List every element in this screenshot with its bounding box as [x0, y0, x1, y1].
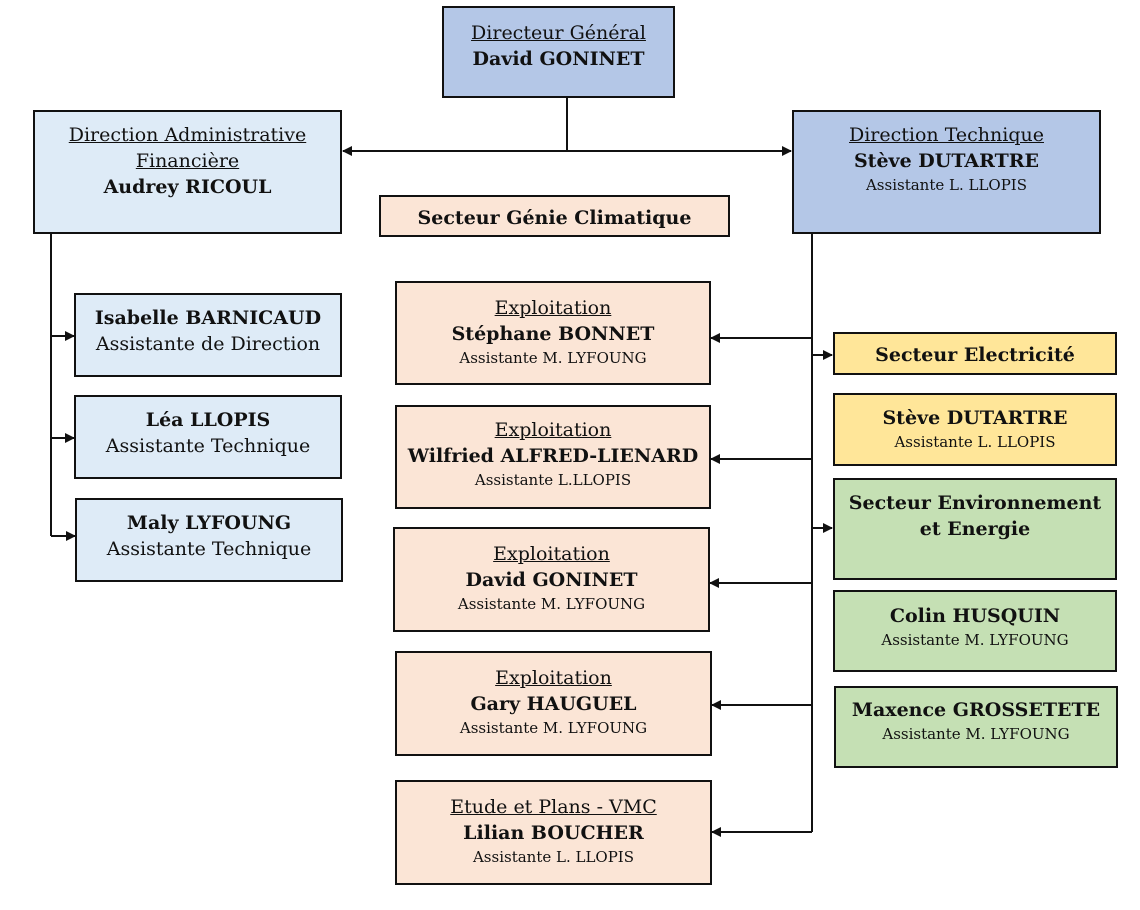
unit-assistant: Assistante M. LYFOUNG [459, 719, 648, 737]
unit-box-hauguel[interactable]: Exploitation Gary HAUGUEL Assistante M. … [395, 651, 712, 756]
member-assistant: Assistante M. LYFOUNG [882, 725, 1070, 743]
daf-name: Audrey RICOUL [103, 176, 272, 198]
member-name: Stève DUTARTRE [882, 407, 1068, 429]
unit-assistant: Assistante L.LLOPIS [474, 471, 632, 489]
dg-box[interactable]: Directeur Général David GONINET [442, 6, 675, 98]
genie-climatique-title: Secteur Génie Climatique [417, 207, 692, 229]
genie-climatique-header[interactable]: Secteur Génie Climatique [379, 195, 730, 237]
staff-name: Maly LYFOUNG [126, 512, 292, 534]
staff-role: Assistante Technique [105, 435, 311, 457]
staff-box-barnicaud[interactable]: Isabelle BARNICAUD Assistante de Directi… [74, 293, 342, 377]
unit-assistant: Assistante L. LLOPIS [472, 848, 635, 866]
unit-assistant: Assistante M. LYFOUNG [457, 595, 646, 613]
staff-role: Assistante Technique [106, 538, 312, 560]
dt-title: Direction Technique [849, 124, 1044, 146]
electricite-title: Secteur Electricité [875, 344, 1075, 366]
staff-box-lyfoung[interactable]: Maly LYFOUNG Assistante Technique [75, 498, 343, 582]
unit-box-goninet[interactable]: Exploitation David GONINET Assistante M.… [393, 527, 710, 632]
environnement-member-husquin[interactable]: Colin HUSQUIN Assistante M. LYFOUNG [833, 590, 1117, 672]
unit-name: Gary HAUGUEL [470, 693, 637, 715]
unit-box-bonnet[interactable]: Exploitation Stéphane BONNET Assistante … [395, 281, 711, 385]
environnement-title-line2: et Energie [919, 518, 1031, 540]
staff-box-llopis[interactable]: Léa LLOPIS Assistante Technique [74, 395, 342, 479]
member-name: Colin HUSQUIN [889, 605, 1061, 627]
unit-box-boucher[interactable]: Etude et Plans - VMC Lilian BOUCHER Assi… [395, 780, 712, 885]
environnement-title-line1: Secteur Environnement [848, 492, 1102, 514]
member-name: Maxence GROSSETETE [851, 699, 1101, 721]
member-assistant: Assistante M. LYFOUNG [881, 631, 1069, 649]
daf-box[interactable]: Direction Administrative Financière Audr… [33, 110, 342, 234]
dt-name: Stève DUTARTRE [853, 150, 1040, 172]
daf-title-line2: Financière [135, 150, 240, 172]
staff-name: Isabelle BARNICAUD [94, 307, 322, 329]
staff-name: Léa LLOPIS [145, 409, 271, 431]
dt-box[interactable]: Direction Technique Stève DUTARTRE Assis… [792, 110, 1101, 234]
dg-title: Directeur Général [471, 22, 646, 44]
unit-assistant: Assistante M. LYFOUNG [459, 349, 647, 367]
daf-title-line1: Direction Administrative [68, 124, 307, 146]
unit-title: Exploitation [495, 667, 612, 689]
unit-title: Exploitation [494, 419, 612, 441]
electricite-member-dutartre[interactable]: Stève DUTARTRE Assistante L. LLOPIS [833, 393, 1117, 466]
unit-title: Etude et Plans - VMC [450, 796, 657, 818]
dt-assistant: Assistante L. LLOPIS [865, 176, 1028, 194]
unit-name: Lilian BOUCHER [463, 822, 644, 844]
member-assistant: Assistante L. LLOPIS [894, 433, 1056, 451]
staff-role: Assistante de Direction [95, 333, 321, 355]
unit-box-alfred-lienard[interactable]: Exploitation Wilfried ALFRED-LIENARD Ass… [395, 405, 711, 509]
unit-name: Stéphane BONNET [451, 323, 655, 345]
electricite-header[interactable]: Secteur Electricité [833, 332, 1117, 375]
unit-title: Exploitation [493, 543, 610, 565]
unit-name: Wilfried ALFRED-LIENARD [407, 445, 699, 467]
environnement-header[interactable]: Secteur Environnement et Energie [833, 478, 1117, 580]
dg-name: David GONINET [472, 48, 645, 70]
unit-name: David GONINET [465, 569, 638, 591]
environnement-member-grossetete[interactable]: Maxence GROSSETETE Assistante M. LYFOUNG [834, 686, 1118, 768]
unit-title: Exploitation [494, 297, 612, 319]
